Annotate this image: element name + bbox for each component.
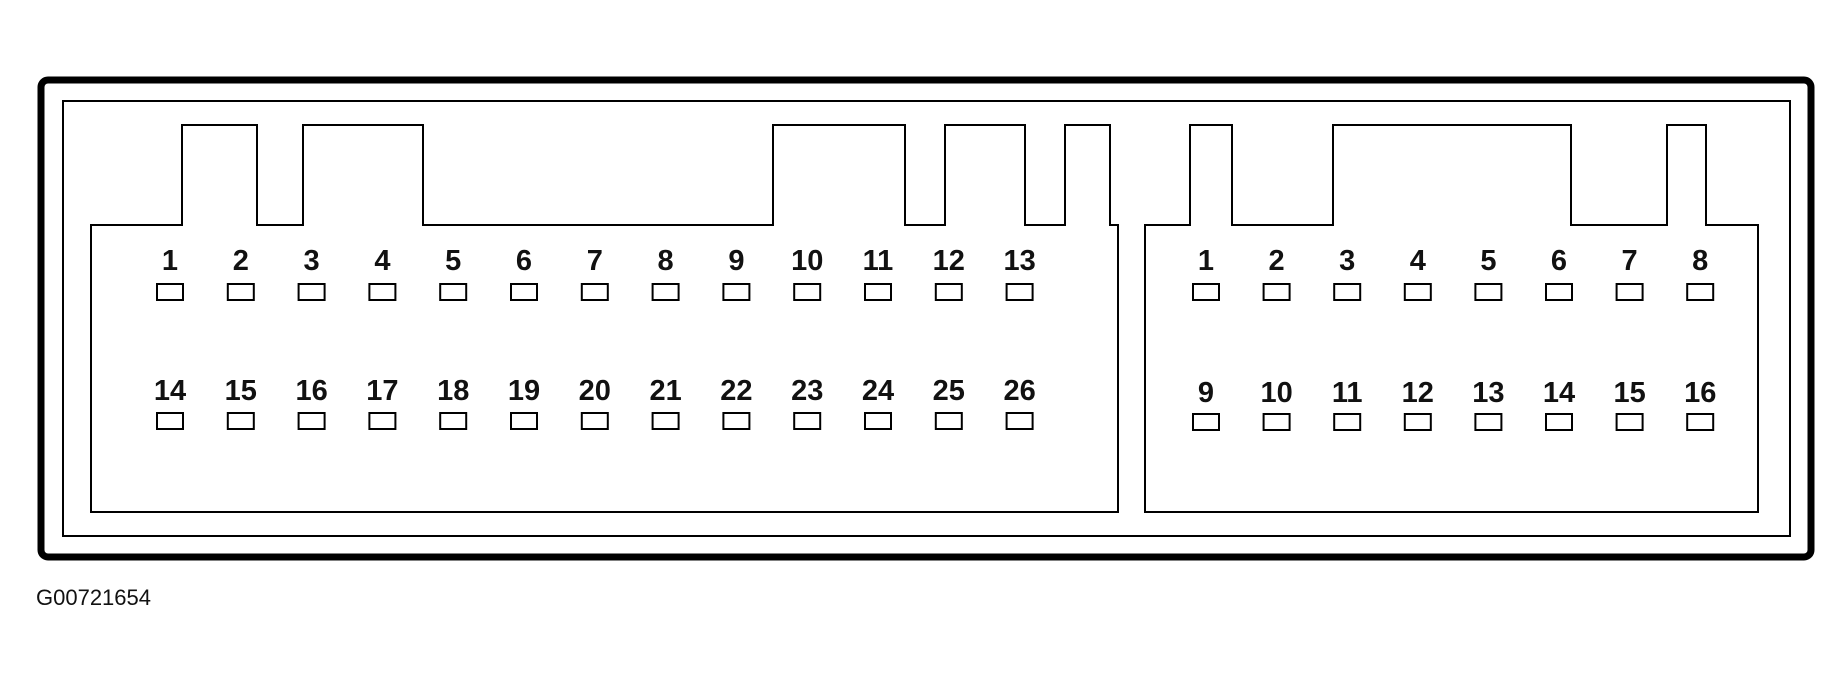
connector-b-pin-label: 5 — [1480, 245, 1496, 277]
connector-b-pin-label: 8 — [1692, 245, 1708, 277]
housing-outer — [37, 76, 1815, 561]
connector-a-pin-socket — [226, 412, 255, 430]
connector-a-pin-socket — [368, 412, 397, 430]
connector-a-pin-socket — [368, 283, 397, 301]
connector-b-pin-socket — [1333, 413, 1362, 431]
connector-a-pin-label: 22 — [720, 375, 752, 407]
connector-a-pin-label: 15 — [225, 375, 257, 407]
connector-a-pin-socket — [439, 283, 468, 301]
connector-b-pin-socket — [1262, 413, 1291, 431]
connector-b-pin-socket — [1192, 283, 1220, 301]
connector-a-pin-socket — [580, 283, 609, 301]
connector-a-pin-label: 20 — [579, 375, 611, 407]
connector-a-outline — [90, 124, 1119, 513]
connector-a-pin-socket — [510, 283, 538, 301]
connector-a-pin-socket — [297, 412, 326, 430]
connector-a-pin-label: 2 — [233, 245, 249, 277]
connector-b-pin-label: 9 — [1198, 377, 1214, 409]
housing-inner — [62, 100, 1791, 537]
connector-a-pin-socket — [226, 283, 255, 301]
connector-a-pin-label: 18 — [437, 375, 469, 407]
connector-b-pin-label: 1 — [1198, 245, 1214, 277]
connector-a-pin-socket — [793, 412, 822, 430]
connector-a-pin-label: 16 — [295, 375, 327, 407]
connector-a-pin-socket — [722, 283, 751, 301]
connector-b-pin-label: 14 — [1543, 377, 1575, 409]
connector-b-outline — [1144, 124, 1759, 513]
connector-b-pin-label: 4 — [1410, 245, 1426, 277]
connector-b-pin-label: 3 — [1339, 245, 1355, 277]
connector-a-pin-socket — [864, 412, 892, 430]
connector-a-pin-label: 7 — [587, 245, 603, 277]
connector-a-pin-label: 5 — [445, 245, 461, 277]
connector-b-pin-label: 6 — [1551, 245, 1567, 277]
connector-b-pin-socket — [1403, 413, 1432, 431]
connector-a-pin-socket — [439, 412, 468, 430]
connector-a-pin-socket — [934, 412, 963, 430]
connector-a-pin-socket — [722, 412, 751, 430]
connector-b-pin-label: 13 — [1472, 377, 1504, 409]
connector-a-pin-socket — [934, 283, 963, 301]
connector-a-pin-label: 19 — [508, 375, 540, 407]
connector-a-pin-label: 17 — [366, 375, 398, 407]
connector-a-pin-label: 4 — [374, 245, 390, 277]
connector-a-pin-label: 23 — [791, 375, 823, 407]
connector-a-pin-label: 10 — [791, 245, 823, 277]
connector-b-pin-label: 7 — [1622, 245, 1638, 277]
connector-a-pin-label: 26 — [1003, 375, 1035, 407]
connector-b-pin-socket — [1192, 413, 1220, 431]
connector-a-pin-socket — [510, 412, 538, 430]
connector-b-pin-socket — [1615, 283, 1644, 301]
connector-a-pin-socket — [156, 283, 184, 301]
connector-a-pin-label: 1 — [162, 245, 178, 277]
connector-b-pin-socket — [1545, 283, 1573, 301]
connector-a-pin-label: 13 — [1003, 245, 1035, 277]
connector-b-pin-label: 11 — [1332, 377, 1363, 409]
connector-a-pin-label: 12 — [933, 245, 965, 277]
connector-a-pin-label: 21 — [649, 375, 681, 407]
connector-a-pin-socket — [1005, 412, 1034, 430]
connector-a-pin-label: 25 — [933, 375, 965, 407]
connector-b-pin-socket — [1686, 283, 1715, 301]
connector-a-pin-label: 14 — [154, 375, 186, 407]
connector-a-pin-socket — [793, 283, 822, 301]
connector-a-pin-socket — [580, 412, 609, 430]
connector-b-pin-socket — [1474, 283, 1503, 301]
connector-b-pin-socket — [1545, 413, 1573, 431]
connector-a-pin-socket — [1005, 283, 1034, 301]
connector-b-pin-socket — [1686, 413, 1715, 431]
connector-b-pin-socket — [1262, 283, 1291, 301]
connector-b-pin-socket — [1403, 283, 1432, 301]
connector-b-pin-socket — [1615, 413, 1644, 431]
connector-a-pin-socket — [297, 283, 326, 301]
figure-code: G00721654 — [36, 585, 151, 610]
connector-a-pin-label: 11 — [863, 245, 894, 277]
connector-a-pin-label: 6 — [516, 245, 532, 277]
connector-a-pin-socket — [864, 283, 892, 301]
connector-a-pin-label: 24 — [862, 375, 894, 407]
connector-b-pin-label: 16 — [1684, 377, 1716, 409]
connector-a-pin-socket — [156, 412, 184, 430]
connector-b-pin-label: 10 — [1260, 377, 1292, 409]
connector-a-pin-label: 9 — [728, 245, 744, 277]
connector-a-pin-label: 3 — [304, 245, 320, 277]
connector-a-pin-socket — [651, 412, 680, 430]
connector-a-pin-label: 8 — [658, 245, 674, 277]
connector-a-pin-socket — [651, 283, 680, 301]
connector-b-pin-label: 12 — [1402, 377, 1434, 409]
connector-b-pin-socket — [1333, 283, 1362, 301]
connector-b-pin-socket — [1474, 413, 1503, 431]
connector-b-pin-label: 15 — [1613, 377, 1645, 409]
connector-b-pin-label: 2 — [1269, 245, 1285, 277]
